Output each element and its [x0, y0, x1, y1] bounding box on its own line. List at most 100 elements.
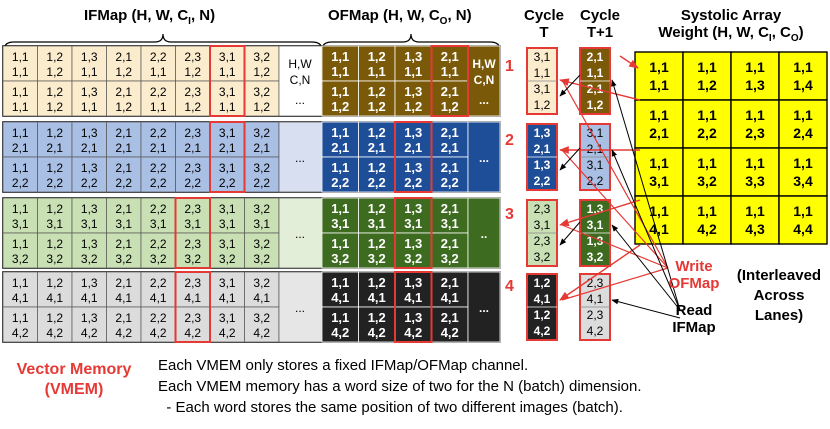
ofmap-cell-pos: 2,1 — [441, 275, 459, 290]
ofmap-cell-batch: 4,2 — [368, 325, 386, 340]
ifmap-cell — [106, 306, 142, 343]
ofmap-cell-pos: 2,1 — [441, 310, 459, 325]
ifmap-cell-batch: 2,1 — [184, 141, 201, 155]
ofmap-cell — [358, 121, 396, 158]
ofmap-cell — [321, 232, 359, 269]
ifmap-cell-batch: 2,2 — [12, 176, 29, 190]
cycle-t-value: 3,1 — [534, 218, 551, 232]
ifmap-cell-batch: 3,2 — [253, 252, 270, 266]
ofmap-cell — [321, 271, 359, 308]
ifmap-cell — [71, 271, 107, 308]
ifmap-cell-pos: 3,2 — [253, 126, 270, 140]
weight-cell-bottom: 1,1 — [649, 77, 669, 93]
ifmap-cell — [37, 306, 73, 343]
ifmap-cell-batch: 2,2 — [115, 176, 132, 190]
weight-cell — [634, 195, 684, 245]
ofmap-cell-batch: 1,1 — [331, 64, 349, 79]
ifmap-read-highlight — [209, 121, 246, 193]
weight-cell — [730, 147, 780, 197]
ofmap-cell — [394, 271, 432, 308]
weight-cell-top: 1,1 — [649, 59, 669, 75]
ifmap-extra-col-fill — [278, 197, 323, 269]
read-arrow — [611, 79, 681, 311]
ofmap-cell-pos: 1,2 — [368, 310, 386, 325]
cycle-t-value: 4,2 — [534, 324, 551, 338]
ifmap-cell-batch: 3,2 — [219, 252, 236, 266]
ifmap-cell — [71, 121, 107, 158]
ifmap-cell-pos: 2,3 — [184, 126, 201, 140]
weight-arrow — [619, 55, 639, 69]
read-arrow — [611, 224, 681, 311]
ifmap-cell-pos: 2,3 — [184, 161, 201, 175]
ifmap-cell-batch: 3,1 — [253, 217, 270, 231]
weight-cell — [778, 147, 828, 197]
ifmap-cell-batch: 2,2 — [150, 176, 167, 190]
ofmap-cell-pos: 2,1 — [441, 201, 459, 216]
ofmap-extra-col — [467, 271, 501, 343]
ofmap-cell-batch: 3,2 — [404, 251, 422, 266]
ifmap-cell-batch: 3,2 — [46, 252, 63, 266]
ifmap-cell-batch: 4,2 — [253, 326, 270, 340]
ofmap-cell-batch: 4,1 — [368, 290, 386, 305]
ifmap-cell-pos: 1,2 — [46, 202, 63, 216]
weight-cell-top: 1,1 — [649, 203, 669, 219]
ofmap-write-highlight — [394, 271, 433, 343]
ifmap-cell-batch: 2,1 — [253, 141, 270, 155]
ofmap-cell-pos: 2,1 — [441, 125, 459, 140]
ifmap-cell-pos: 2,3 — [184, 50, 201, 64]
ifmap-extra-col-fill — [278, 271, 323, 343]
ifmap-cell-batch: 2,2 — [184, 176, 201, 190]
ofmap-cell-pos: 1,1 — [331, 125, 349, 140]
ifmap-cell-pos: 1,1 — [12, 202, 29, 216]
ofmap-header: OFMap (H, W, CO, N) — [328, 7, 472, 27]
ofmap-cell-batch: 3,1 — [331, 216, 349, 231]
write-guide — [561, 79, 669, 269]
ifmap-cell-batch: 3,1 — [46, 217, 63, 231]
ifmap-cell-batch: 4,2 — [184, 326, 201, 340]
weight-cell-bottom: 3,3 — [745, 173, 765, 189]
weight-cell-top: 1,1 — [745, 107, 765, 123]
ifmap-cell-pos: 3,1 — [219, 237, 236, 251]
ifmap-cell — [37, 271, 73, 308]
ofmap-cell — [358, 232, 396, 269]
weight-cell-bottom: 2,2 — [697, 125, 717, 141]
shift-arrow — [559, 74, 581, 97]
ifmap-cell-pos: 3,2 — [253, 85, 270, 99]
ofmap-cell-pos: 1,2 — [368, 160, 386, 175]
ofmap-cell-batch: 4,2 — [441, 325, 459, 340]
weight-cell-bottom: 1,4 — [793, 77, 813, 93]
ifmap-cell-pos: 1,1 — [12, 85, 29, 99]
ifmap-cell-pos: 3,2 — [253, 202, 270, 216]
ifmap-cell-batch: 4,1 — [150, 291, 167, 305]
cycle-t-value: 3,1 — [534, 82, 551, 96]
weight-cell-top: 1,1 — [697, 59, 717, 75]
ifmap-cell-pos: 3,2 — [253, 311, 270, 325]
ifmap-cell — [106, 156, 142, 193]
ofmap-cell — [431, 156, 469, 193]
weight-cell-top: 1,1 — [745, 203, 765, 219]
ifmap-cell — [244, 271, 280, 308]
ifmap-cell — [71, 197, 107, 234]
ifmap-cell-pos: 1,1 — [12, 50, 29, 64]
ofmap-cell-pos: 1,2 — [368, 49, 386, 64]
cycle-t-value: 2,3 — [534, 234, 551, 248]
vmem-label: Vector Memory(VMEM) — [16, 361, 132, 398]
cycle-t-value: 1,2 — [534, 98, 551, 112]
ifmap-cell-batch: 4,2 — [46, 326, 63, 340]
weight-cell-top: 1,1 — [697, 155, 717, 171]
ifmap-cell-batch: 1,1 — [81, 65, 98, 79]
ifmap-cell-batch: 1,2 — [115, 100, 132, 114]
ofmap-cell-pos: 1,1 — [331, 160, 349, 175]
ifmap-cell-batch: 2,1 — [115, 141, 132, 155]
ofmap-cell — [358, 271, 396, 308]
ofmap-cell-batch: 1,1 — [441, 64, 459, 79]
ifmap-cell — [209, 156, 245, 193]
shift-arrow — [559, 221, 581, 246]
weight-cell-bottom: 2,1 — [649, 125, 669, 141]
cycle-t-value: 1,3 — [534, 158, 551, 172]
ifmap-read-highlight — [174, 197, 211, 269]
ifmap-cell-pos: 1,3 — [81, 85, 98, 99]
ifmap-cell-batch: 4,2 — [12, 326, 29, 340]
